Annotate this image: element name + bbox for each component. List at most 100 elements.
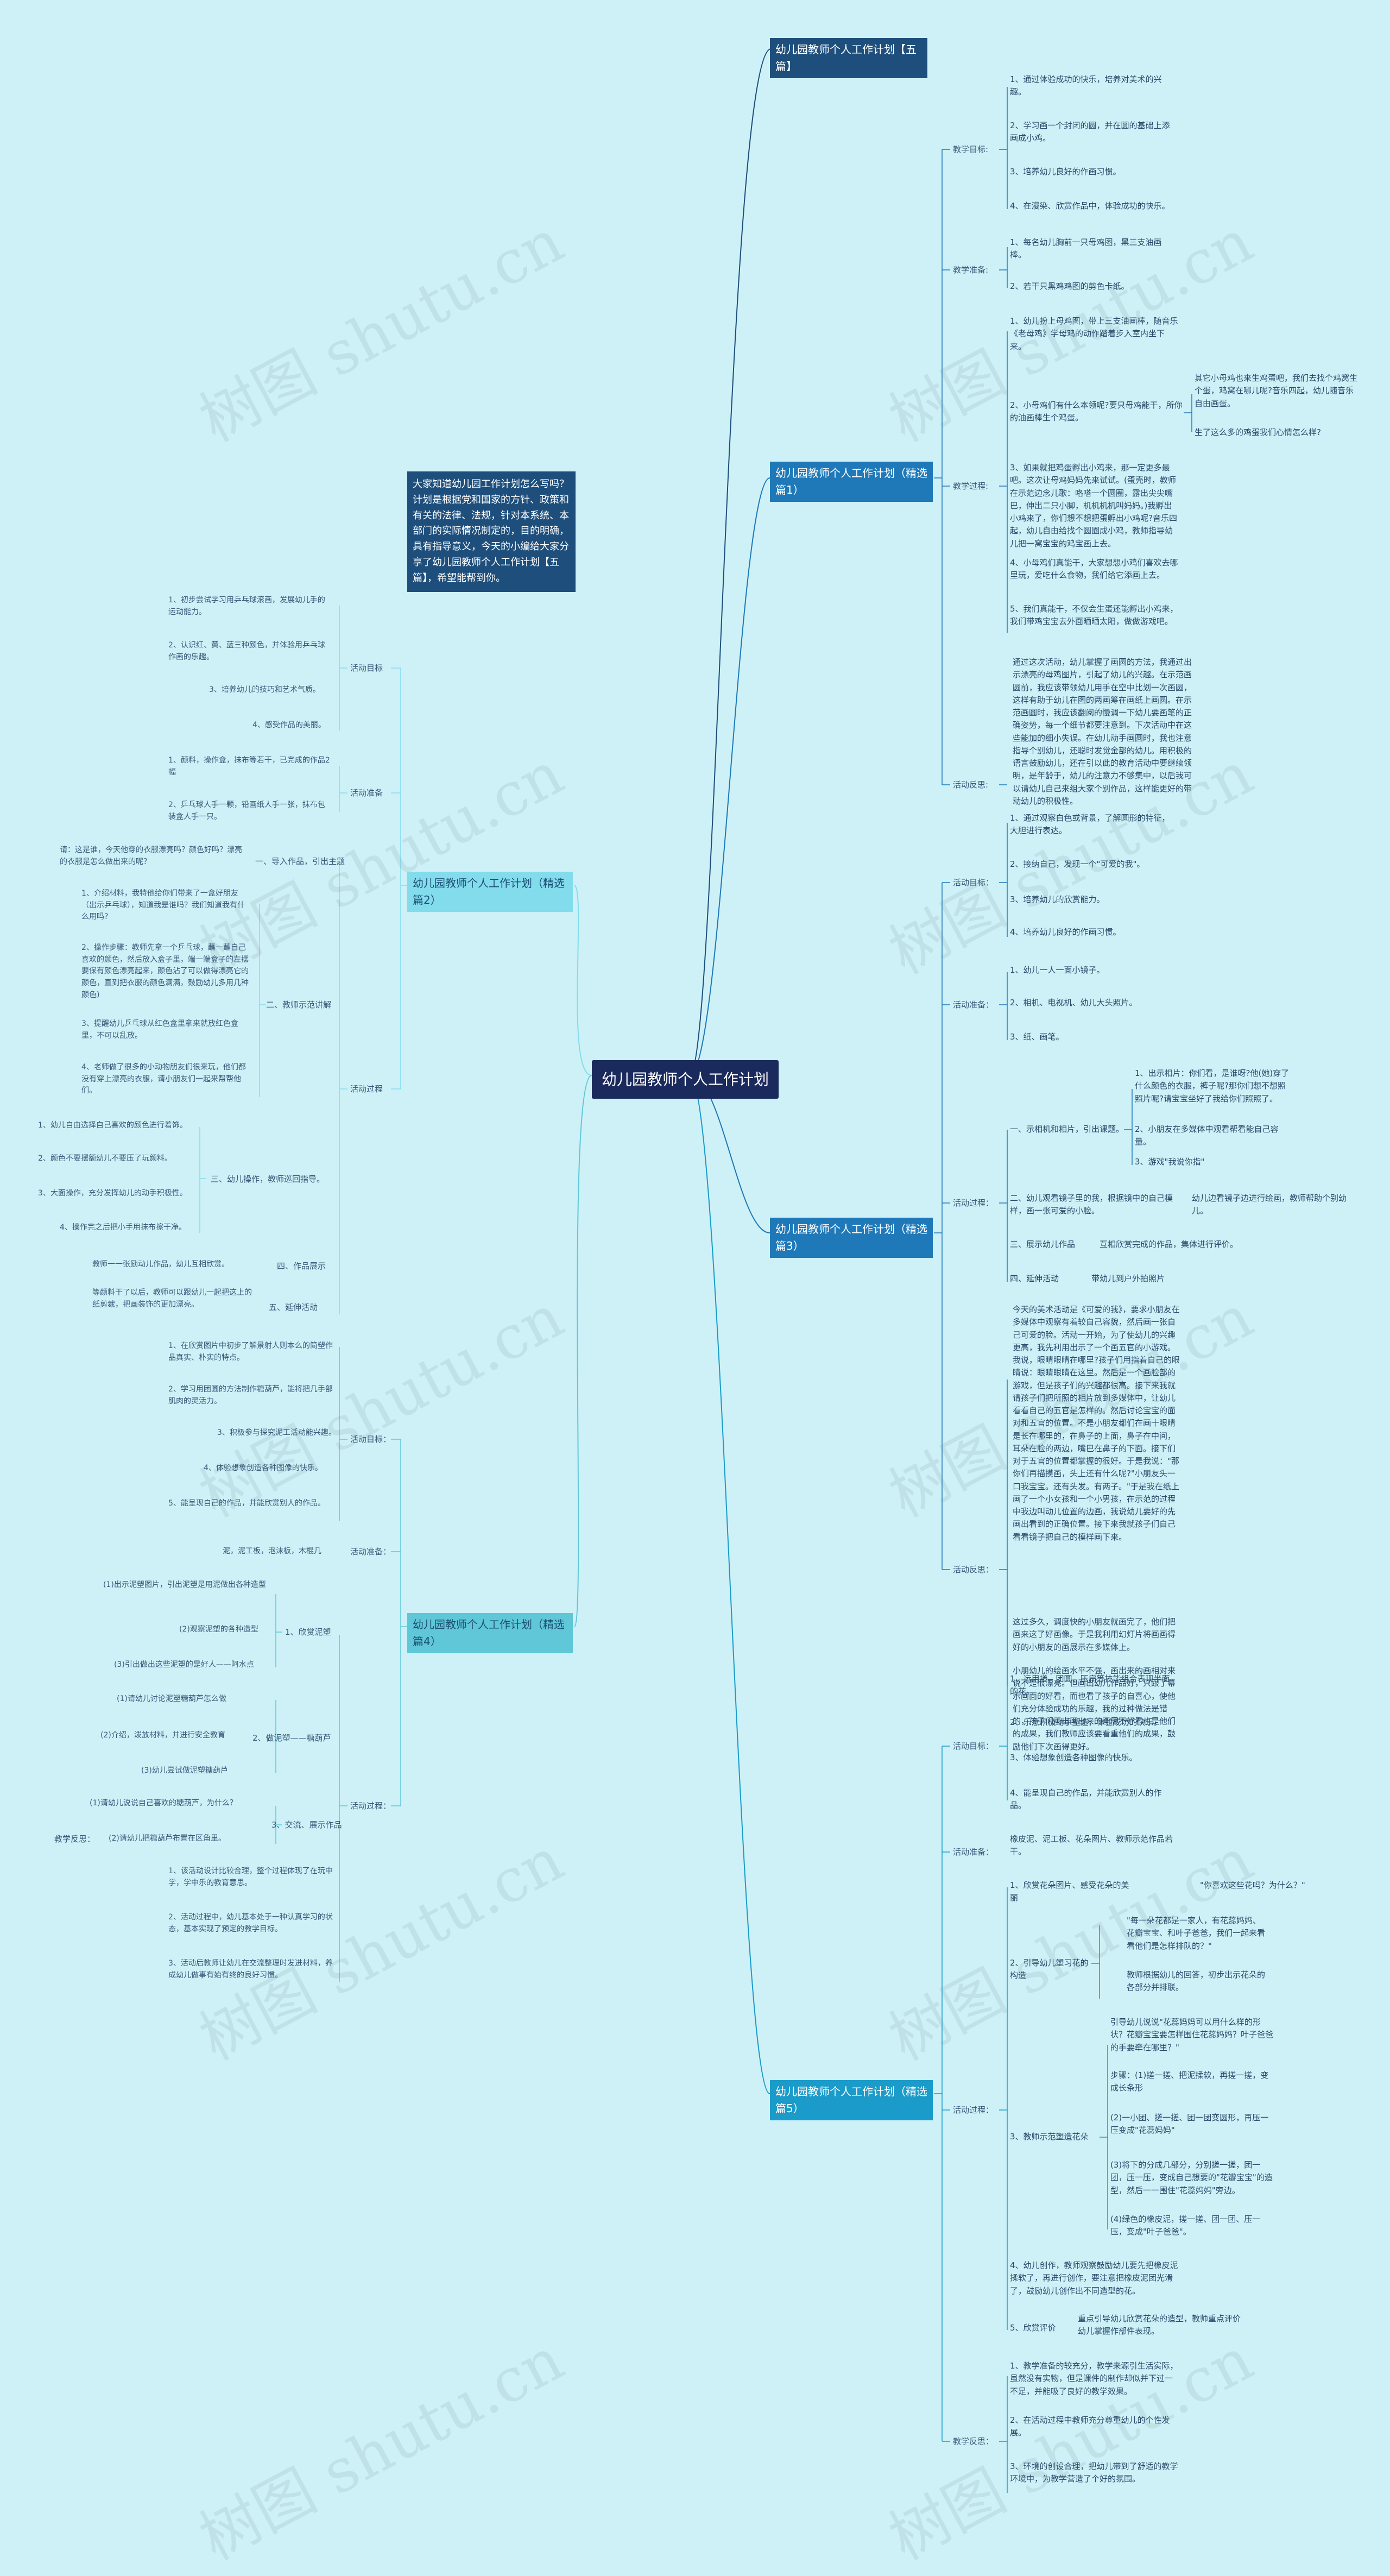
p3-proc-step: 一、示相机和相片，引出课题。: [1010, 1124, 1124, 1134]
p2-proc-step: 四、作品展示: [277, 1261, 326, 1271]
p3-proc-step: 四、延伸活动: [1010, 1274, 1059, 1283]
intro-node[interactable]: 大家知道幼儿园工作计划怎么写吗？计划是根据党和国家的方针、政策和有关的法律、法规…: [407, 471, 576, 592]
p5-reflect-label: 教学反思：: [953, 2436, 994, 2446]
connector-lines: [199, 48, 1192, 2493]
p5-goal-label: 活动目标：: [953, 1741, 994, 1751]
p3-prep-item: 3、纸、画笔。: [1010, 1032, 1064, 1042]
p2-proc-intro: 请：这是谁，今天他穿的衣服漂亮吗？颜色好吗？漂亮的衣服是怎么做出来的呢？: [60, 846, 242, 866]
p2-proc-substep: 1、介绍材料，我特他给你们带来了一盒好朋友（出示乒乓球），知道我是谁吗？我们知道…: [81, 889, 245, 922]
p3-goal-item: 4、培养幼儿良好的作画习惯。: [1010, 927, 1121, 937]
p4-proc-substep: (1)请幼儿讨论泥塑糖葫芦怎么做: [117, 1695, 226, 1703]
p1-prep-label: 教学准备:: [953, 265, 989, 275]
p2-proc-substep: 教师一一张励动儿作品，幼儿互相欣赏。: [92, 1260, 229, 1269]
p3-prep-item: 2、相机、电视机、幼儿大头照片。: [1010, 998, 1138, 1007]
branch-article-2[interactable]: 幼儿园教师个人工作计划（精选篇2）: [407, 872, 573, 912]
p4-proc-substep: (1)请幼儿说说自己喜欢的糖葫芦，为什么？: [90, 1799, 237, 1807]
p5-goal-item: 3、体验想象创造各种图像的快乐。: [1010, 1753, 1138, 1762]
p3-reflect-label: 活动反思：: [953, 1565, 994, 1574]
p5-proc-substep: 重点引导幼儿欣赏花朵的造型，教师重点评价幼儿掌握作部件表现。: [1078, 2314, 1241, 2336]
p2-proc-substep: 2、颜色不要摆额幼儿不要压了玩颜料。: [38, 1154, 172, 1163]
p4-reflect-item: 2、活动过程中，幼儿基本处于一种认真学习的状态，基本实现了预定的教学目标。: [168, 1913, 333, 1933]
p3-proc-step: 二、幼儿观看镜子里的我，根据镜中的自己模样，画一张可爱的小脸。: [1010, 1193, 1173, 1216]
p2-proc-step: 一、导入作品，引出主题: [255, 856, 345, 866]
p5-prep-label: 活动准备：: [953, 1847, 994, 1857]
p4-proc-step: 3、交流、展示作品: [271, 1820, 342, 1830]
central-topic[interactable]: 幼儿园教师个人工作计划: [592, 1060, 779, 1099]
p3-proc-substep: 2、小朋友在多媒体中观看帮看能自己容量。: [1135, 1124, 1279, 1147]
p1-proc-step: 4、小母鸡们真能干，大家想想小鸡们喜欢去哪里玩，爱吃什么食物，我们给它添画上去。: [1010, 558, 1178, 581]
p5-reflect-item: 1、教学准备的较充分，教学来源引生活实际，虽然没有实物，但是课件的制作却似并下过…: [1010, 2361, 1178, 2396]
p3-proc-label: 活动过程：: [953, 1198, 994, 1208]
p2-proc-substep: 2、操作步骤：教师先拿一个乒乓球，蘸一蘸自己喜欢的颜色，然后放入盒子里，端一端盒…: [81, 943, 249, 999]
p5-proc-substep: (4)绿色的橡皮泥，搓一搓、团一团、压一压，变成"叶子爸爸"。: [1110, 2214, 1261, 2237]
p1-goal-label: 教学目标:: [953, 144, 989, 154]
branch-article-3[interactable]: 幼儿园教师个人工作计划（精选篇3）: [770, 1218, 933, 1258]
branch-five-articles[interactable]: 幼儿园教师个人工作计划【五篇】: [770, 38, 927, 78]
p3-proc-substep: 幼儿边看镜子边进行绘画，教师帮助个别幼儿。: [1192, 1193, 1347, 1216]
p4-proc-substep: (1)出示泥塑图片，引出泥塑是用泥做出各种造型: [103, 1580, 266, 1589]
p1-proc-step: 3、如果就把鸡蛋孵出小鸡来，那一定更多最吧。这次让母鸡妈妈先来试试。(蛋壳时，教…: [1010, 463, 1177, 549]
p2-goal-item: 2、认识红、黄、蓝三种颜色，并体验用乒乓球作画的乐趣。: [168, 641, 325, 662]
p4-goal-item: 3、积极参与探究泥工活动能兴趣。: [217, 1428, 336, 1437]
p5-proc-substep: 引导幼儿说说"花蕊妈妈可以用什么样的形状？花瓣宝宝要怎样围住花蕊妈妈？叶子爸爸的…: [1110, 2017, 1274, 2052]
p1-reflect-text: 通过这次活动，幼儿掌握了画圆的方法，我通过出示漂亮的母鸡图片，引起了幼儿的兴趣。…: [1013, 657, 1192, 806]
p4-reflect-item: 3、活动后教师让幼儿在交流整理时发进材料，养成幼儿做事有始有终的良好习惯。: [168, 1959, 333, 1980]
p5-reflect-item: 3、环境的创设合理，把幼儿带到了舒适的教学环境中，为教学营造了个好的氛围。: [1010, 2461, 1178, 2484]
p5-proc-substep: (2)一小团、搓一搓、团一团变圆形，再压一压变成"花蕊妈妈": [1110, 2113, 1269, 2136]
p4-proc-substep: (2)请幼儿把糖葫芦布置在区角里。: [109, 1834, 226, 1843]
p5-proc-step: 5、欣赏评价: [1010, 2323, 1056, 2333]
p2-proc-substep: 1、幼儿自由选择自己喜欢的颜色进行着饰。: [38, 1121, 187, 1130]
p3-proc-substep: 3、游戏"我说你指": [1135, 1157, 1205, 1167]
p3-proc-substep: 互相欣赏完成的作品，集体进行评价。: [1100, 1239, 1239, 1249]
branch-article-4[interactable]: 幼儿园教师个人工作计划（精选篇4）: [407, 1613, 573, 1653]
p3-reflect-text: 这过多久，调度快的小朋友就画完了，他们把画来这了好画像。于是我利用幻灯片将画画得…: [1013, 1617, 1176, 1652]
p2-proc-substep: 等颜料干了以后，教师可以跟幼儿一起把这上的纸剪裁，把画装饰的更加漂亮。: [92, 1288, 252, 1309]
p3-prep-item: 1、幼儿一人一面小镜子。: [1010, 965, 1105, 975]
p1-goal-item: 2、学习画一个封闭的圆，并在圆的基础上添画成小鸡。: [1010, 121, 1170, 143]
p2-goal-label: 活动目标: [350, 663, 383, 673]
p5-proc-step: 3、教师示范塑造花朵: [1010, 2132, 1089, 2142]
p2-proc-label: 活动过程: [350, 1084, 383, 1094]
p1-goal-item: 1、通过体验成功的快乐，培养对美术的兴趣。: [1010, 74, 1162, 97]
p1-proc-label: 教学过程:: [953, 481, 989, 491]
p1-proc-substep: 其它小母鸡也来生鸡蛋吧，我们去找个鸡窝生个蛋，鸡窝在哪儿呢?音乐四起，幼儿随音乐…: [1195, 373, 1358, 408]
p1-proc-step: 2、小母鸡们有什么本领呢?要只母鸡能干，所你的油画棒生个鸡蛋。: [1010, 400, 1183, 423]
p2-proc-substep: 4、老师做了很多的小动物朋友们很来玩，他们都没有穿上漂亮的衣服，请小朋友们一起来…: [81, 1063, 246, 1095]
p5-goal-item: 2、乐意积极动手塑造，体验成功的快乐。: [1010, 1717, 1162, 1727]
p3-goal-item: 1、通过观察白色或背景，了解圆形的特征，大胆进行表达。: [1010, 813, 1170, 836]
p1-goal-item: 4、在漫染、欣赏作品中，体验成功的快乐。: [1010, 201, 1170, 211]
p4-proc-substep: (3)引出做出这些泥塑的是好人——阿水点: [114, 1660, 254, 1669]
p3-prep-label: 活动准备：: [953, 1000, 994, 1010]
p5-goal-item: 1、运用搓、团圆、压扁等技能组合表现半面的花。: [1010, 1674, 1170, 1697]
p2-goal-item: 4、感受作品的美丽。: [252, 721, 326, 729]
p3-proc-substep: 1、出示相片：你们看，是谁呀?他(她)穿了什么颜色的衣服，裤子呢?那你们想不想照…: [1135, 1068, 1290, 1104]
p2-goal-item: 1、初步尝试学习用乒乓球滚画，发展幼儿手的运动能力。: [168, 596, 325, 616]
branch-article-5[interactable]: 幼儿园教师个人工作计划（精选篇5）: [770, 2080, 933, 2120]
p5-proc-step: 2、引导幼儿塑习花的构造: [1010, 1958, 1089, 1981]
p3-goal-item: 2、接纳自己，发现一个"可爱的我"。: [1010, 859, 1145, 869]
p4-goal-item: 5、能呈现自己的作品，并能欣赏别人的作品。: [168, 1499, 325, 1508]
p1-reflect-label: 活动反思:: [953, 780, 989, 790]
p4-proc-substep: (2)观察泥塑的各种造型: [179, 1625, 258, 1634]
p4-proc-substep: (3)幼儿尝试做泥塑糖葫芦: [141, 1766, 228, 1775]
p4-prep-text: 泥，泥工板，泡沫板，木棍几: [223, 1547, 321, 1555]
p5-goal-item: 4、能呈现自己的作品，并能欣赏别人的作品。: [1010, 1788, 1162, 1811]
p4-proc-step: 2、做泥塑——糖葫芦: [252, 1733, 331, 1743]
p2-proc-step: 二、教师示范讲解: [266, 1000, 332, 1010]
p1-prep-item: 2、若干只黑鸡鸡图的剪色卡纸。: [1010, 281, 1129, 291]
p2-proc-substep: 3、提醒幼儿乒乓球从红色盒里拿来就放红色盒里，不可以乱放。: [81, 1019, 238, 1040]
p4-proc-substep: (2)介绍，泼放材料，并进行安全教育: [100, 1731, 225, 1740]
branch-article-1[interactable]: 幼儿园教师个人工作计划（精选篇1）: [770, 462, 933, 502]
p1-proc-step: 1、幼儿扮上母鸡图，带上三支油画棒，随音乐《老母鸡》学母鸡的动作踏着步入室内坐下…: [1010, 316, 1178, 351]
p4-goal-item: 2、学习用团圆的方法制作糖葫芦，能将把几手部肌肉的灵活力。: [168, 1385, 333, 1406]
p5-proc-step: 4、幼儿创作，教师观察鼓励幼儿要先把橡皮泥揉软了，再进行创作，要注意把橡皮泥团光…: [1010, 2260, 1178, 2296]
p4-goal-label: 活动目标：: [350, 1434, 391, 1444]
p1-prep-item: 1、每名幼儿胸前一只母鸡图，黑三支油画棒。: [1010, 237, 1162, 260]
p4-goal-item: 4、体验想象创造各种图像的快乐。: [204, 1464, 323, 1472]
p2-prep-item: 2、乒乓球人手一颗，铅画纸人手一张，抹布包装盒人手一只。: [168, 801, 325, 821]
p3-proc-step: 三、展示幼儿作品: [1010, 1239, 1076, 1249]
p5-proc-step: 1、欣赏花朵图片、感受花朵的美丽: [1010, 1880, 1129, 1903]
p4-proc-step: 1、欣赏泥塑: [285, 1627, 331, 1637]
p2-goal-item: 3、培养幼儿的技巧和艺术气质。: [209, 685, 320, 694]
p4-prep-label: 活动准备：: [350, 1547, 391, 1557]
